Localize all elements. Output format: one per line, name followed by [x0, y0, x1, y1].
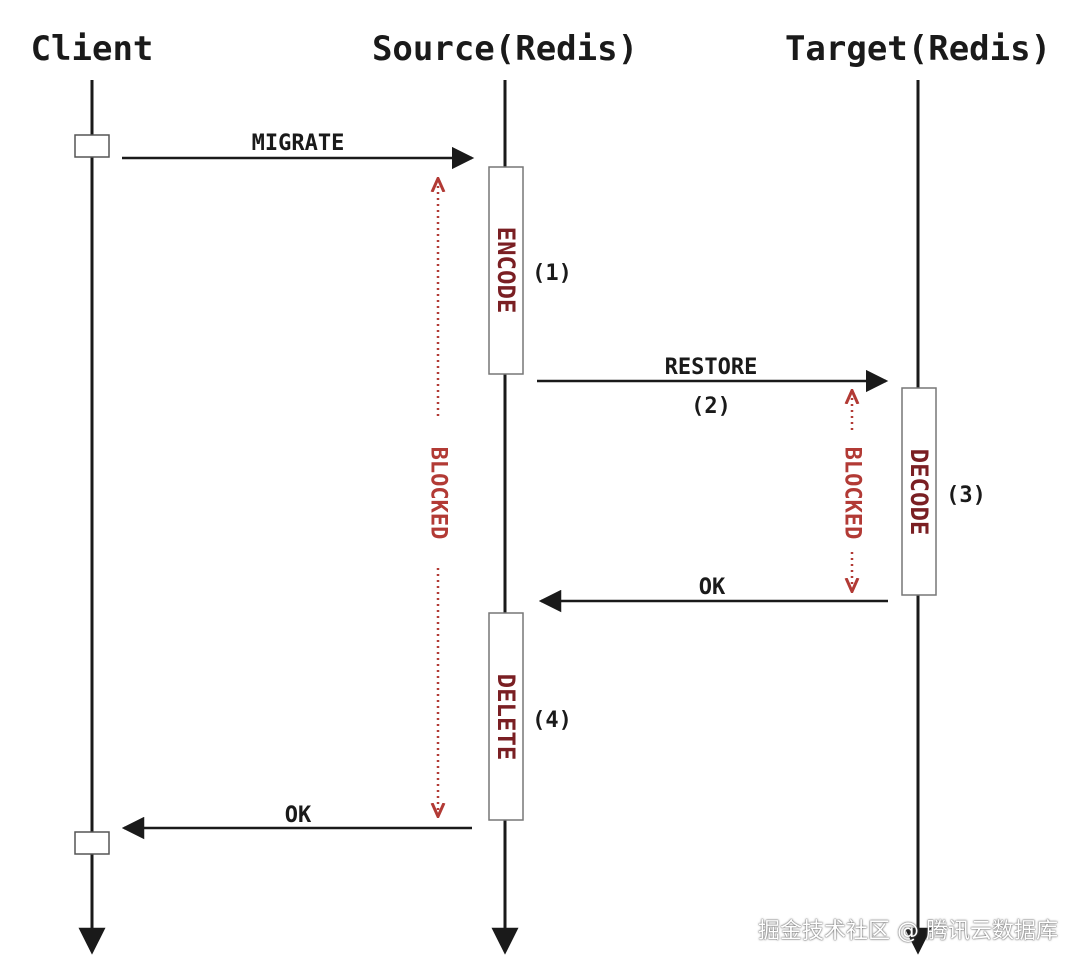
client-activation-start — [74, 134, 110, 158]
delete-activation — [488, 612, 524, 821]
ok-target-label: OK — [699, 575, 726, 600]
delete-label: DELETE — [492, 674, 520, 761]
delete-step: (4) — [532, 708, 572, 733]
encode-step: (1) — [532, 261, 572, 286]
target-blocked-label: BLOCKED — [840, 447, 865, 540]
restore-step: (2) — [691, 394, 731, 419]
encode-label: ENCODE — [492, 227, 520, 314]
ok-client-label: OK — [285, 803, 312, 828]
restore-label: RESTORE — [665, 355, 758, 380]
source-blocked-label: BLOCKED — [426, 447, 451, 540]
target-header: Target(Redis) — [785, 29, 1051, 69]
decode-step: (3) — [946, 483, 986, 508]
client-header: Client — [31, 29, 154, 69]
client-activation-end — [74, 831, 110, 855]
source-header: Source(Redis) — [372, 29, 638, 69]
decode-label: DECODE — [905, 449, 933, 536]
encode-activation — [488, 166, 524, 375]
watermark: 掘金技术社区 @ 腾讯云数据库 — [758, 919, 1058, 944]
decode-activation — [901, 387, 937, 596]
migrate-label: MIGRATE — [252, 131, 345, 156]
